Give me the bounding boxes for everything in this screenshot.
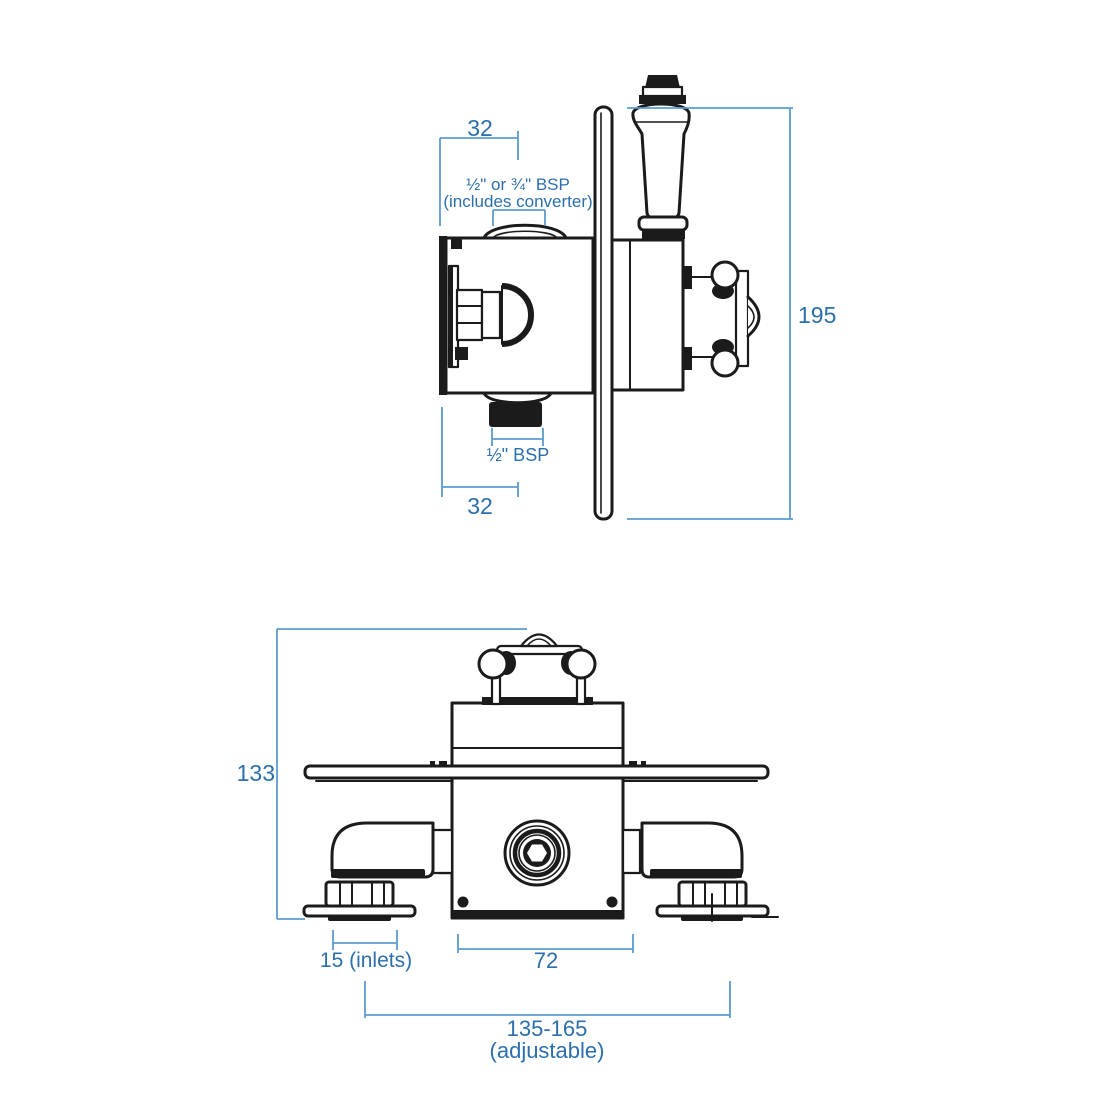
front-view-valve-art xyxy=(302,633,779,922)
inlet-elbow-left xyxy=(302,821,454,921)
inlet-elbow-right xyxy=(640,821,779,922)
front-view-dimensions xyxy=(276,628,731,1018)
dim-label-top-width: 32 xyxy=(467,115,493,141)
dim-label-inlet-thread-note: (includes converter) xyxy=(443,192,592,211)
side-view: 32 ½" or ¾" BSP (includes converter) 195… xyxy=(439,75,836,521)
dim-label-inlet-offset: 15 (inlets) xyxy=(320,949,412,972)
dim-label-overall-height: 195 xyxy=(798,302,836,328)
cross-handle-side xyxy=(682,260,761,378)
front-view: 133 15 (inlets) 72 135-165 (adjustable) xyxy=(237,628,779,1063)
dim-label-inlet-thread: ½" or ¾" BSP xyxy=(466,175,570,194)
outlet-boss xyxy=(503,819,571,887)
upper-housing xyxy=(450,701,625,769)
lever-handle xyxy=(631,75,691,239)
elbow-profile xyxy=(501,283,534,347)
outlet-thread-side xyxy=(489,402,542,427)
union-nut-side xyxy=(455,288,484,342)
wall-plate-side xyxy=(593,105,614,521)
side-view-valve-art xyxy=(439,75,761,521)
dim-label-front-height: 133 xyxy=(237,760,275,786)
dim-label-bottom-width: 32 xyxy=(467,493,493,519)
cross-handle-front xyxy=(477,633,597,706)
fixing-screw-left xyxy=(457,896,469,908)
side-view-dimensions xyxy=(439,107,793,520)
dim-label-inlet-centres-note: (adjustable) xyxy=(490,1038,605,1063)
dim-label-body-width: 72 xyxy=(534,948,558,973)
dim-label-outlet-thread: ½" BSP xyxy=(487,445,549,465)
fixing-screw-right xyxy=(606,896,618,908)
dim-label-inlet-centres: 135-165 xyxy=(507,1016,588,1041)
wall-plate-front xyxy=(303,764,770,780)
valve-body-front xyxy=(610,238,685,392)
